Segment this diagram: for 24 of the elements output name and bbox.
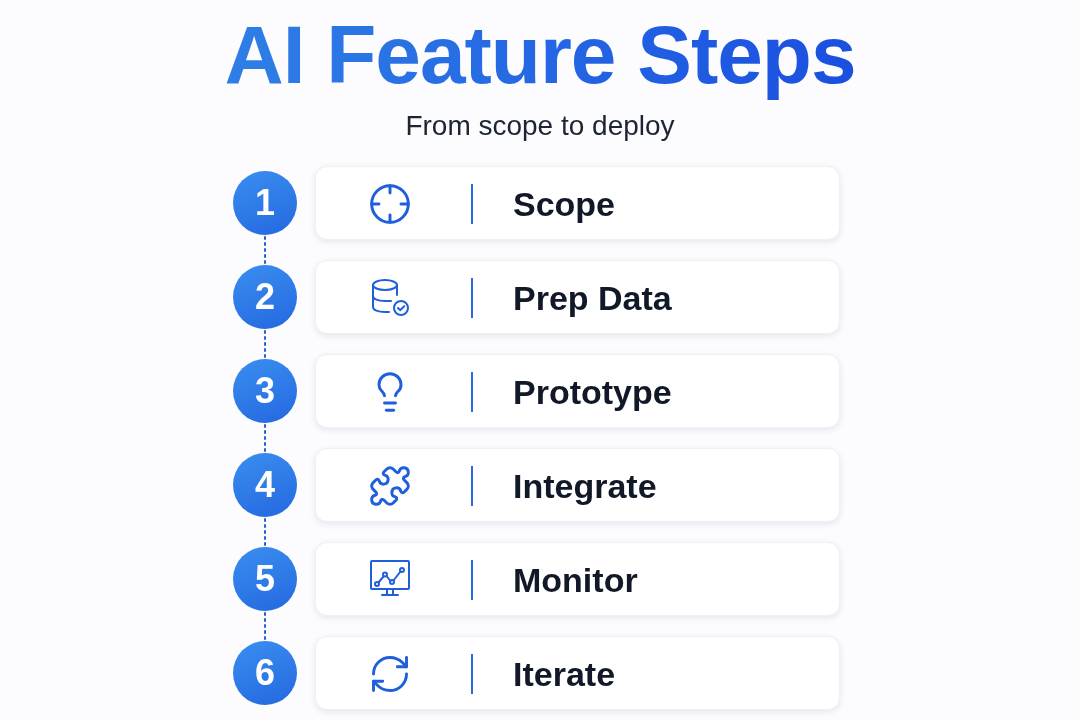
step-card bbox=[315, 166, 840, 240]
step-label: Prototype bbox=[513, 371, 672, 413]
step-card bbox=[315, 448, 840, 522]
dotted-connector bbox=[264, 424, 266, 452]
dotted-connector bbox=[264, 236, 266, 264]
dotted-connector bbox=[264, 330, 266, 358]
step-number: 5 bbox=[233, 547, 297, 611]
step-label: Scope bbox=[513, 183, 616, 225]
step-label: Monitor bbox=[513, 559, 638, 601]
step-label: Prep Data bbox=[513, 277, 672, 319]
step-card bbox=[315, 542, 840, 616]
step-card bbox=[315, 260, 840, 334]
step-card bbox=[315, 354, 840, 428]
subtitle: From scope to deploy bbox=[405, 110, 675, 142]
dotted-connector bbox=[264, 518, 266, 546]
step-label: Integrate bbox=[513, 465, 657, 507]
step-number: 1 bbox=[233, 171, 297, 235]
step-number: 4 bbox=[233, 453, 297, 517]
step-number: 2 bbox=[233, 265, 297, 329]
step-number: 6 bbox=[233, 641, 297, 705]
dotted-connector bbox=[264, 612, 266, 640]
step-number: 3 bbox=[233, 359, 297, 423]
step-label: Iterate bbox=[513, 653, 616, 695]
step-card bbox=[315, 636, 840, 710]
